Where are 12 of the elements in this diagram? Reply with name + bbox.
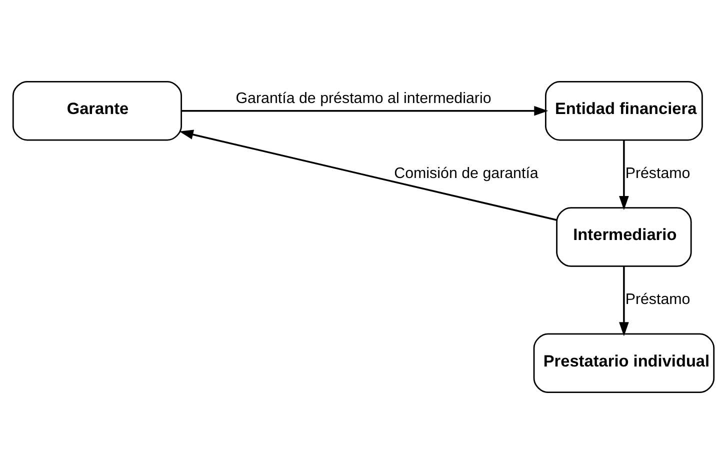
arrow <box>179 130 557 221</box>
arrow <box>619 266 629 336</box>
edge-label: Garantía de préstamo al intermediario <box>236 90 492 108</box>
node-box: Garante <box>12 80 182 141</box>
edge-label: Comisión de garantía <box>394 164 538 182</box>
arrow <box>182 106 548 116</box>
edge-label: Préstamo <box>625 164 690 182</box>
arrow <box>619 140 629 210</box>
edge-label: Préstamo <box>625 291 690 308</box>
node-box: Entidad financiera <box>545 80 703 141</box>
node-box: Prestatario individual <box>533 333 715 394</box>
node-box: Intermediario <box>556 207 692 267</box>
